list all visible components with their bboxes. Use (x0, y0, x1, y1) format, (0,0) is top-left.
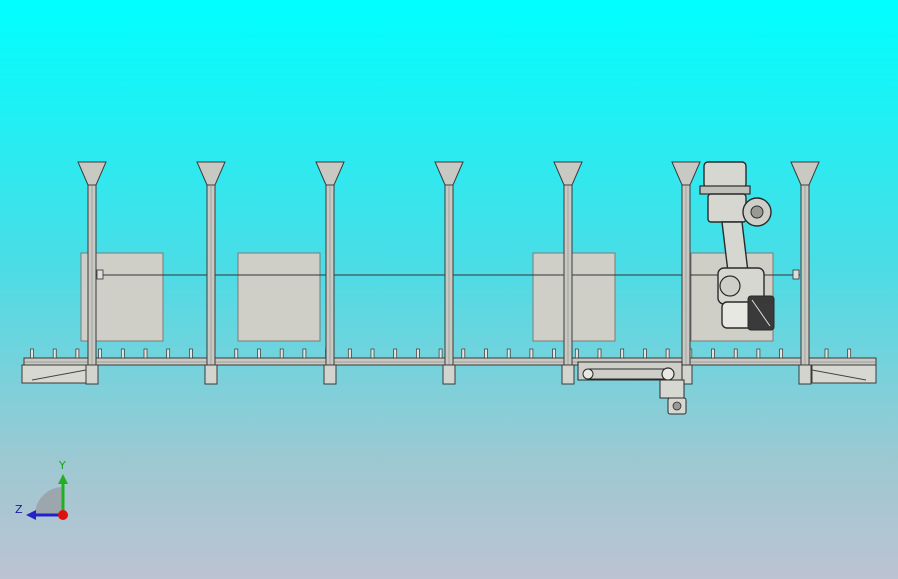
rail-end-left-brace (31, 369, 87, 381)
rail-hanger (529, 348, 534, 359)
rail-hanger (166, 348, 171, 359)
rail-hanger (733, 348, 738, 359)
rail-hanger (120, 348, 125, 359)
drive-pulley-left (582, 368, 594, 380)
column-foot (323, 364, 337, 385)
support-column (671, 161, 701, 385)
triad-z-label: Z (15, 503, 23, 516)
rail-hanger (574, 348, 579, 359)
rail-hanger (620, 348, 625, 359)
rail-hanger (824, 348, 829, 359)
rail-hanger (75, 348, 80, 359)
robot-shoulder (707, 193, 747, 223)
rail-end-right-brace (811, 369, 867, 381)
rail-hanger (506, 348, 511, 359)
column-funnel (434, 161, 464, 186)
guard-panels (80, 252, 774, 342)
robot-shoulder-hub (750, 205, 764, 219)
support-column (196, 161, 226, 385)
rail-hanger (484, 348, 488, 359)
drive-motor-shaft (672, 401, 682, 411)
column-funnel (553, 161, 583, 186)
rail-hanger (370, 348, 375, 359)
column-funnel (315, 161, 345, 186)
support-column (553, 161, 583, 385)
column-funnel (671, 161, 701, 186)
rail-hanger (779, 348, 783, 359)
guard-panel (237, 252, 321, 342)
rail-hanger (416, 348, 420, 359)
drive-gearbox (659, 379, 685, 399)
column-funnel (196, 161, 226, 186)
column-foot (85, 364, 99, 385)
column-foot (442, 364, 456, 385)
rail-hanger (302, 348, 307, 359)
rail-hanger (847, 348, 852, 359)
rail-hanger (257, 348, 261, 359)
drive-pulley-right (661, 367, 675, 381)
triad-y-label: Y (59, 459, 66, 472)
robot-base (703, 161, 747, 189)
rail-hanger (665, 348, 670, 359)
rail-hanger (347, 348, 352, 359)
rail-end-right (811, 364, 877, 384)
guard-panel (532, 252, 616, 342)
rail-hanger (279, 348, 284, 359)
drive-unit (577, 361, 687, 415)
rail-hanger (552, 348, 556, 359)
column-foot (204, 364, 218, 385)
rail-hanger (461, 348, 466, 359)
support-column (434, 161, 464, 385)
column-foot (561, 364, 575, 385)
wire-clamp (96, 269, 104, 280)
robot-elbow-motor (719, 275, 741, 297)
rail-hanger (52, 348, 57, 359)
column-foot (798, 364, 812, 385)
rail-hanger (597, 348, 602, 359)
rail-hanger (711, 348, 715, 359)
robot-arm[interactable] (699, 161, 775, 331)
rail-hanger (143, 348, 148, 359)
rail-hanger (756, 348, 761, 359)
rail-hanger (438, 348, 443, 359)
rail-hanger (643, 348, 647, 359)
support-column (790, 161, 820, 385)
column-funnel (77, 161, 107, 186)
support-columns (77, 161, 820, 385)
wire-clamp (792, 269, 800, 280)
rail-hanger (98, 348, 102, 359)
robot-base-flange (699, 185, 751, 195)
rail-hanger (234, 348, 239, 359)
support-column (77, 161, 107, 385)
rail-hanger (30, 348, 34, 359)
rail-end-left (21, 364, 87, 384)
rail-hanger (189, 348, 193, 359)
rail-hanger (393, 348, 398, 359)
drive-carriage (577, 361, 683, 381)
support-column (315, 161, 345, 385)
column-funnel (790, 161, 820, 186)
robot-gripper-detail (751, 299, 771, 327)
